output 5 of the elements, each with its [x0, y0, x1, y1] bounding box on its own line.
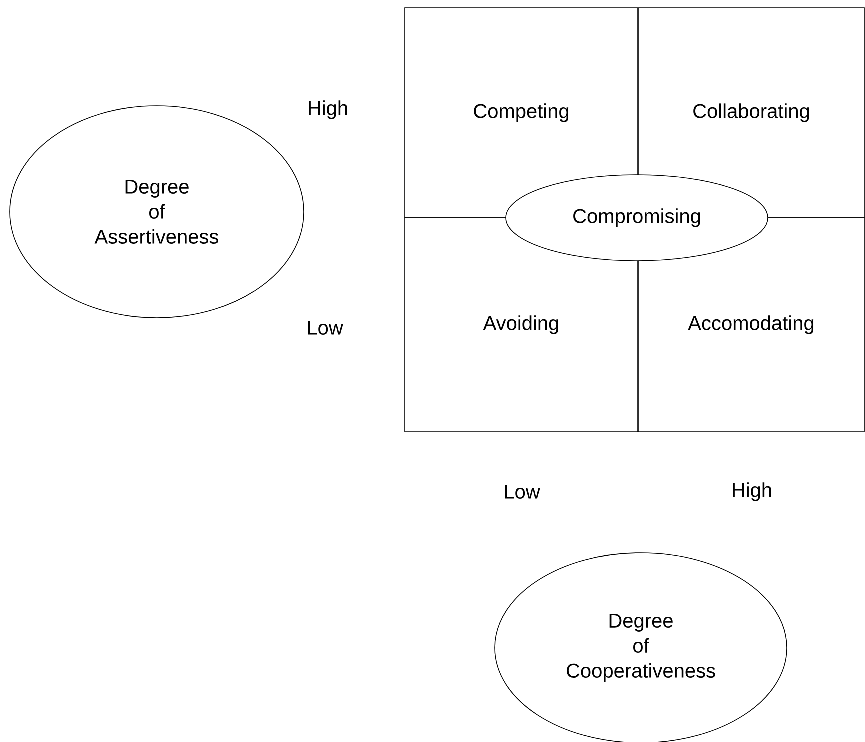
axis-label: Low [505, 485, 540, 499]
axis-label: High [309, 100, 348, 120]
node-label: Accomodating [688, 316, 814, 334]
axis-label: High [733, 482, 772, 502]
axis-label: Low [308, 321, 344, 335]
